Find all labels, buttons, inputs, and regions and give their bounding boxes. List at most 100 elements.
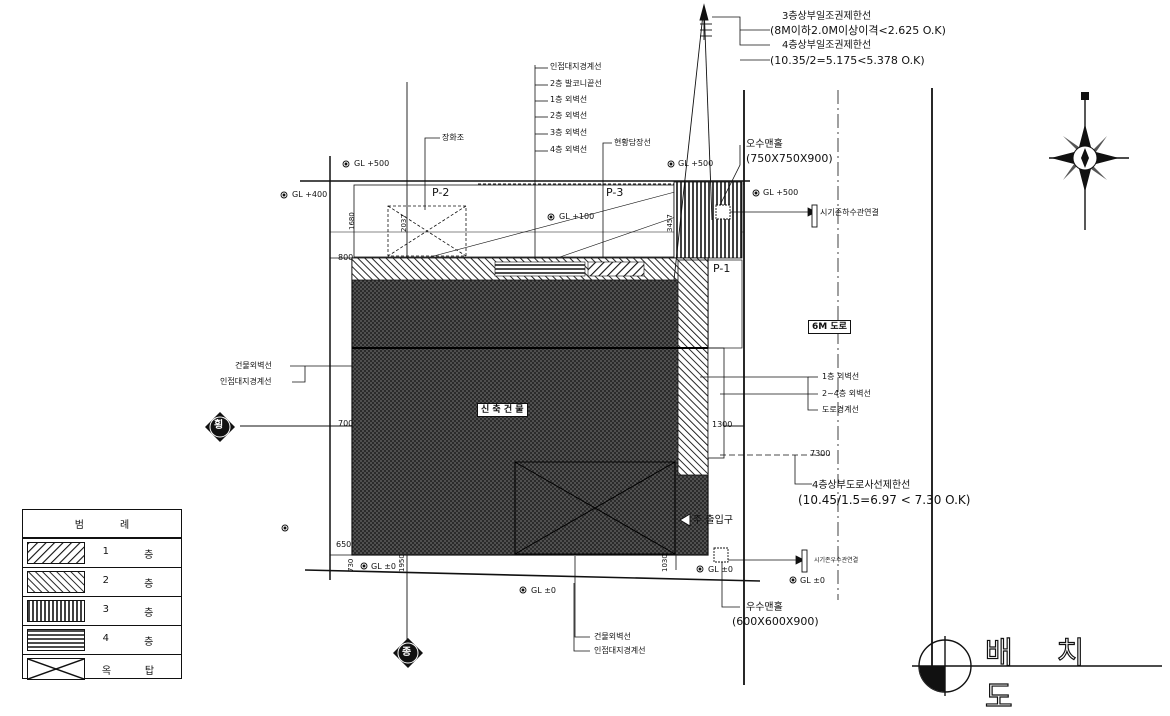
legend-unit: 탑	[144, 665, 155, 677]
right-label-0: 1층 외벽선	[822, 372, 860, 381]
manhole-bottom-label: 우수맨홀	[746, 602, 783, 613]
dim-700: 700	[338, 419, 354, 428]
dim-1680: 1680	[348, 212, 356, 230]
top-list-item-0: 인접대지경계선	[550, 62, 602, 71]
level-gl0-b: GL ±0	[531, 586, 556, 595]
legend-header: 범 례	[23, 510, 181, 538]
section-marker-south-label: 종	[402, 647, 412, 658]
level-gl0-c: GL ±0	[708, 565, 733, 574]
level-gl500-b: GL +500	[678, 159, 714, 168]
left-label-a: 건물외벽선	[235, 361, 272, 370]
north-pointer	[673, 3, 713, 281]
title-symbol-icon	[912, 636, 1162, 696]
legend-swatch-floor1	[27, 542, 85, 564]
sewer-pipe-top-icon	[811, 204, 818, 228]
dim-1030: 1030	[661, 554, 669, 572]
rainwater-manhole-icon	[713, 547, 729, 563]
legend-num: 4	[102, 632, 109, 644]
sunlight-limit-4f-calc: (10.35/2=5.175<5.378 O.K)	[770, 54, 925, 67]
level-gl500-a: GL +500	[354, 159, 390, 168]
entrance-arrow-icon	[679, 513, 691, 527]
legend-header-0: 범	[74, 520, 84, 531]
existing-wall-label: 현황담장선	[614, 138, 651, 147]
legend-num: 3	[102, 603, 109, 615]
legend-swatch-floor2	[27, 571, 85, 593]
dim-7300: 7300	[810, 449, 831, 458]
legend-unit: 층	[144, 549, 154, 561]
parking-p2-label: P-2	[432, 186, 450, 199]
right-label-2: 도로경계선	[822, 405, 859, 414]
parking-p3-label: P-3	[606, 186, 624, 199]
title-char: 배	[984, 635, 1019, 671]
section-marker-west-icon	[205, 412, 235, 442]
leader-lines	[290, 16, 830, 652]
sewer-pipe-bottom-icon	[801, 549, 808, 573]
left-label-b: 인접대지경계선	[220, 377, 272, 386]
level-gl500-c: GL +500	[763, 188, 799, 197]
compass-rose-icon	[1049, 92, 1129, 230]
main-building	[351, 257, 725, 556]
legend-num: 2	[102, 574, 109, 586]
parking-area-top	[353, 184, 691, 258]
level-gl0-d: GL ±0	[800, 576, 825, 585]
drawing-title: 배 치도	[984, 628, 1170, 716]
dim-2037: 2037	[400, 214, 408, 232]
title-char: 치	[1056, 635, 1091, 671]
legend-header-1: 례	[120, 520, 130, 531]
sewer-connection-label: 시기존하수관연결	[820, 208, 879, 217]
manhole-top-label: 오수맨홀	[746, 139, 783, 150]
sunlight-limit-3f-calc: (8M이하2.0M이상이격<2.625 O.K)	[770, 24, 946, 37]
legend-swatch-rooftop	[27, 658, 85, 680]
legend-unit: 층	[144, 578, 154, 590]
road-label: 6M 도로	[808, 320, 851, 334]
legend-unit: 층	[144, 636, 154, 648]
right-label-1: 2~4층 외벽선	[822, 389, 871, 398]
top-list-item-1: 2층 발코니끝선	[550, 79, 602, 88]
sunlight-limit-3f-label: 3층상부일조권제한선	[782, 11, 872, 22]
floor3-block	[673, 181, 743, 259]
top-list-item-2: 1층 외벽선	[550, 95, 588, 104]
title-char: 도	[984, 679, 1019, 715]
section-marker-south-icon	[393, 638, 423, 668]
dim-3457: 3457	[666, 214, 674, 232]
site-plan-drawing	[205, 3, 1162, 696]
top-list-item-3: 2층 외벽선	[550, 111, 588, 120]
road-limit-label: 4층상부도로사선제한선	[812, 480, 911, 491]
bottom-label-0: 건물외벽선	[594, 632, 631, 641]
level-markers	[280, 160, 797, 594]
building-label: 신 축 건 물	[477, 403, 528, 417]
bottom-label-1: 인접대지경계선	[594, 646, 646, 655]
dim-800: 800	[338, 253, 354, 262]
left-label-c: 장화조	[442, 133, 465, 142]
level-gl100: GL +100	[559, 212, 595, 221]
sunlight-limit-4f-label: 4층상부일조권제한선	[782, 40, 872, 51]
entrance-label: 주 출입구	[693, 515, 733, 526]
manhole-top-size: (750X750X900)	[746, 152, 833, 165]
parking-area-right	[707, 259, 743, 349]
legend-swatch-floor3	[27, 600, 85, 622]
legend-unit: 층	[144, 607, 154, 619]
road-limit-calc: (10.45/1.5=6.97 < 7.30 O.K)	[798, 493, 971, 507]
dim-1950: 1950	[398, 554, 406, 572]
section-marker-west-label: 횡	[214, 420, 224, 431]
sewage-manhole-icon	[715, 204, 731, 220]
rainwater-connection-label: 시기존우수관연결	[814, 557, 859, 564]
top-list-item-4: 3층 외벽선	[550, 128, 588, 137]
legend-num: 1	[102, 545, 109, 557]
dim-730: 730	[347, 558, 355, 572]
parking-p1-label: P-1	[713, 262, 731, 275]
legend-swatch-floor4	[27, 629, 85, 651]
top-list-item-5: 4층 외벽선	[550, 145, 588, 154]
level-gl400: GL +400	[292, 190, 328, 199]
dim-1300: 1300	[712, 420, 733, 429]
manhole-bottom-size: (600X600X900)	[732, 615, 819, 628]
level-gl0-a: GL ±0	[371, 562, 396, 571]
dim-650: 650	[336, 540, 352, 549]
legend-num: 옥	[101, 665, 112, 677]
